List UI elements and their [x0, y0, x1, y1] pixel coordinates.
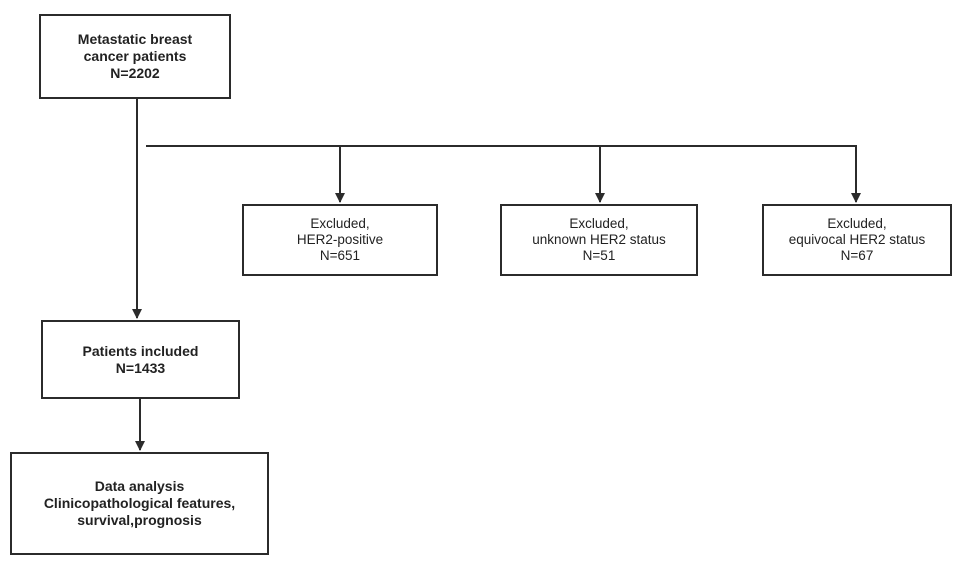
exclusion-1-line-1: Excluded,	[310, 215, 370, 231]
start-count: N=2202	[110, 64, 160, 81]
analysis-line-2: Clinicopathological features,	[43, 495, 236, 512]
exclusion-box-her2-positive: Excluded, HER2-positive N=651	[242, 204, 438, 276]
start-line-2: cancer patients	[83, 48, 187, 65]
exclusion-3-line-1: Excluded,	[827, 215, 887, 231]
exclusion-3-count: N=67	[840, 248, 874, 264]
start-line-1: Metastatic breast	[77, 31, 193, 48]
exclusion-2-count: N=51	[582, 248, 616, 264]
exclusion-1-line-2: HER2-positive	[296, 231, 384, 247]
included-line-1: Patients included	[82, 342, 199, 359]
exclusion-box-unknown-her2: Excluded, unknown HER2 status N=51	[500, 204, 698, 276]
analysis-line-3: survival,prognosis	[77, 511, 202, 528]
analysis-line-1: Data analysis	[94, 478, 185, 495]
included-count: N=1433	[115, 359, 166, 376]
exclusion-3-line-2: equivocal HER2 status	[788, 231, 926, 247]
exclusion-2-line-1: Excluded,	[569, 215, 629, 231]
included-box: Patients included N=1433	[41, 320, 240, 399]
exclusion-2-line-2: unknown HER2 status	[532, 231, 666, 247]
exclusion-box-equivocal-her2: Excluded, equivocal HER2 status N=67	[762, 204, 952, 276]
start-box: Metastatic breast cancer patients N=2202	[39, 14, 231, 99]
exclusion-1-count: N=651	[319, 248, 361, 264]
analysis-box: Data analysis Clinicopathological featur…	[10, 452, 269, 555]
